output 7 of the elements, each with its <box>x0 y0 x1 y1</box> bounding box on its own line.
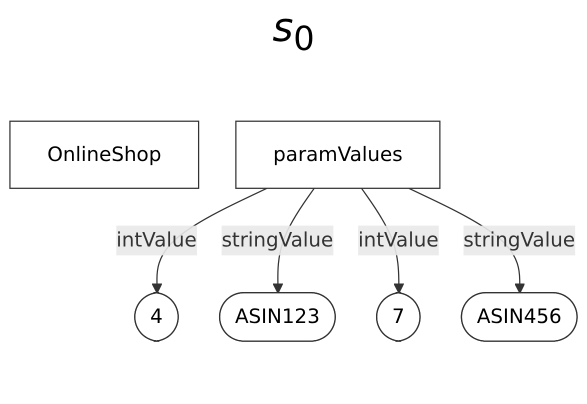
diagram-title: s$_{0}$ <box>272 6 315 58</box>
edge-label: stringValue <box>222 228 334 252</box>
node-box: OnlineShop <box>9 120 200 189</box>
edge-label: intValue <box>358 228 439 252</box>
edge-label: stringValue <box>463 228 576 252</box>
edge-label: intValue <box>116 228 197 252</box>
node-box: paramValues <box>235 120 440 189</box>
